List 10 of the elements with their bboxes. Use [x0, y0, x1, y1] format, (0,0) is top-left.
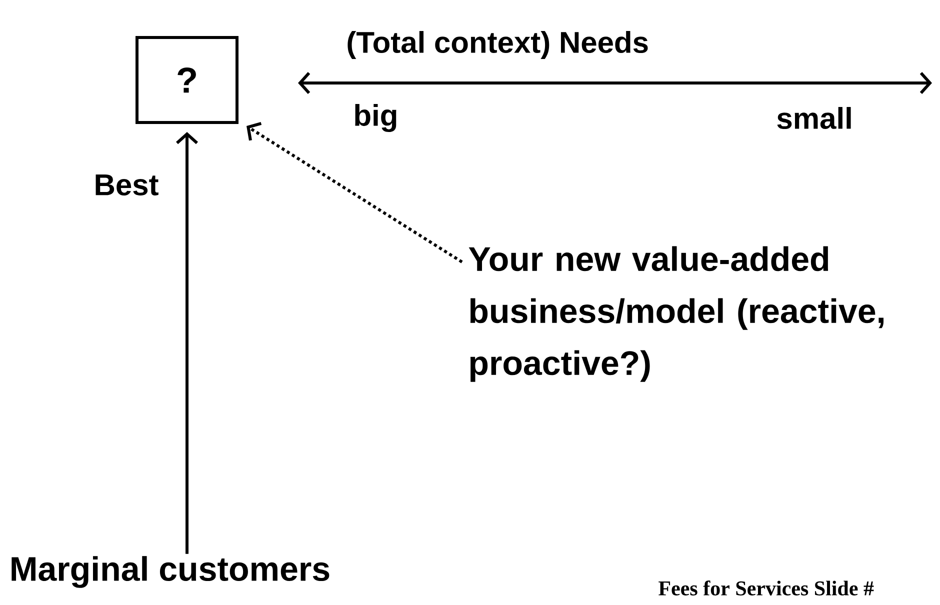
footer-text: Fees for Services Slide #	[658, 580, 874, 596]
scale-label: (Total context) Needs	[348, 31, 648, 59]
arrow	[176, 132, 198, 554]
question-box: ?	[136, 36, 238, 124]
arrow	[246, 122, 463, 264]
annotation-text: Your new value-added business/model (reactive, proactive?)	[468, 246, 884, 382]
axis-label: Marginal customers	[12, 556, 330, 588]
axis-label: Best	[96, 174, 158, 196]
scale-label: small	[777, 106, 851, 130]
scale-label: big	[355, 104, 396, 132]
